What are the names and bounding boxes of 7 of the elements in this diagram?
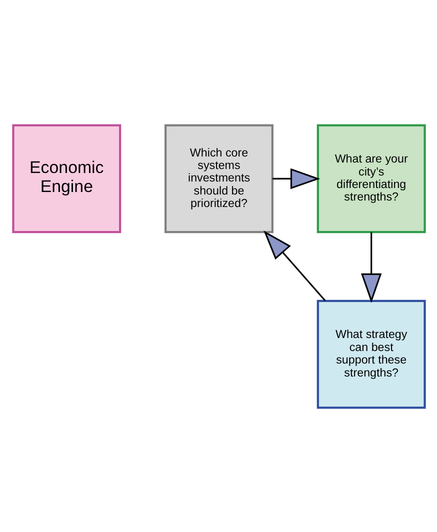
arrow: [263, 230, 326, 301]
arrow: [272, 168, 320, 189]
arrow: [360, 232, 382, 302]
node-box: What are your city’s differentiating strengths?: [316, 124, 426, 233]
node-box: Economic Engine: [12, 124, 121, 233]
node-box: Which core systems investments should be prioritized?: [164, 124, 273, 233]
node-box: What strategy can best support these strengths?: [316, 299, 426, 408]
